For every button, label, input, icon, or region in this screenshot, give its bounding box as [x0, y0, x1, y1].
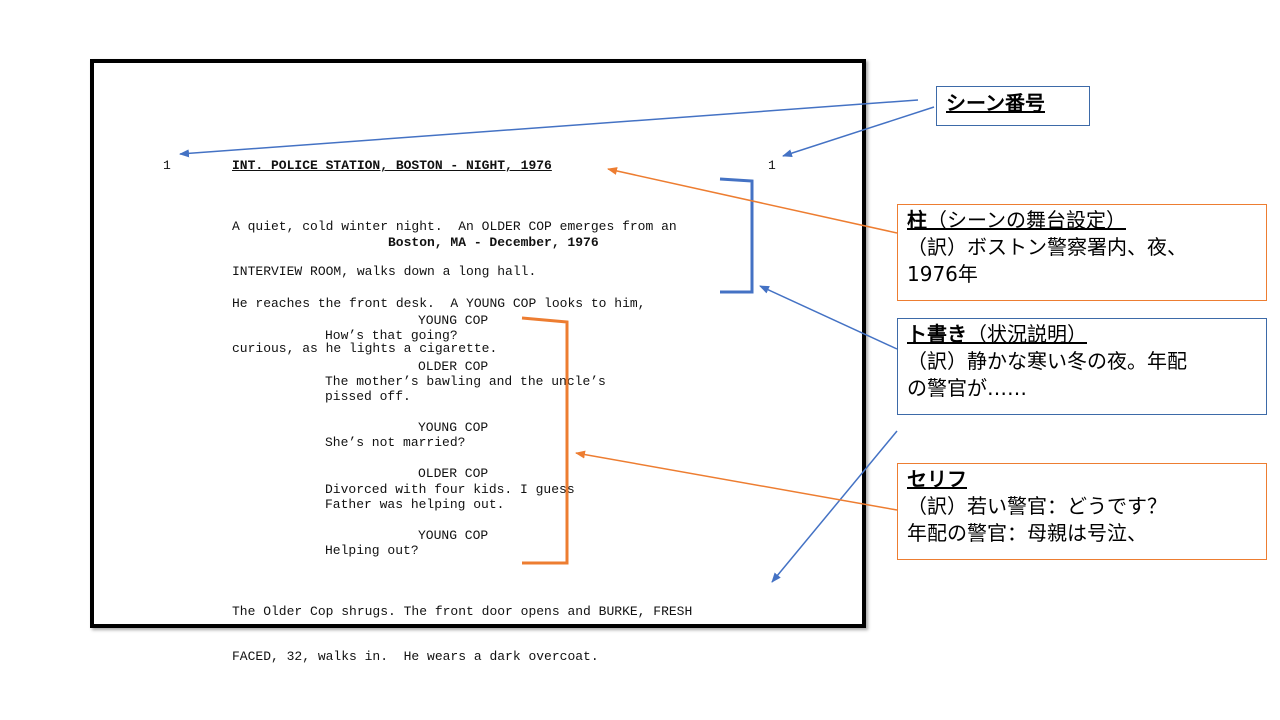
action-block-2: He reaches the front desk. A YOUNG COP l…	[232, 266, 645, 371]
character-name: OLDER COP	[418, 359, 489, 374]
callout-line: 1976年	[907, 262, 978, 286]
scene-number-arrow-right	[782, 106, 935, 158]
action-block-3: The Older Cop shrugs. The front door ope…	[232, 574, 692, 679]
action-line: curious, as he lights a cigarette.	[232, 341, 498, 356]
slugline: INT. POLICE STATION, BOSTON - NIGHT, 197…	[232, 158, 552, 173]
action-arrow-lower	[771, 430, 898, 583]
scene-number-arrow-left	[179, 99, 919, 158]
character-name: OLDER COP	[418, 466, 489, 481]
callout-subtitle: （状況説明）	[967, 322, 1087, 346]
super-title: Boston, MA - December, 1976	[388, 235, 599, 250]
dialogue-line: The mother’s bawling and the uncle’s	[325, 374, 606, 389]
dialogue-bracket	[521, 316, 569, 565]
callout-action: ト書き（状況説明） （訳）静かな寒い冬の夜。年配 の警官が……	[897, 318, 1267, 415]
dialogue-line: pissed off.	[325, 389, 411, 404]
callout-line: （訳）静かな寒い冬の夜。年配	[907, 349, 1187, 373]
scene-number-right: 1	[768, 158, 776, 173]
callout-slugline: 柱（シーンの舞台設定） （訳）ボストン警察署内、夜、 1976年	[897, 204, 1267, 301]
action-block-1: A quiet, cold winter night. An OLDER COP…	[232, 189, 677, 294]
callout-dialogue: セリフ （訳）若い警官：どうです？ 年配の警官：母親は号泣、	[897, 463, 1267, 560]
callout-line: 年配の警官：母親は号泣、	[907, 521, 1147, 545]
action-line: INTERVIEW ROOM, walks down a long hall.	[232, 264, 537, 279]
action-line: He reaches the front desk. A YOUNG COP l…	[232, 296, 646, 311]
callout-line: （訳）若い警官：どうです？	[907, 494, 1167, 518]
dialogue-line: Helping out?	[325, 543, 419, 558]
dialogue-arrow	[575, 450, 898, 511]
screenplay-page	[90, 59, 866, 628]
action-bracket	[719, 177, 754, 294]
dialogue-line: How’s that going?	[325, 328, 458, 343]
dialogue-line: Father was helping out.	[325, 497, 505, 512]
callout-subtitle: （シーンの舞台設定）	[927, 208, 1126, 232]
callout-title: セリフ	[907, 467, 967, 491]
callout-title: 柱	[907, 208, 927, 232]
character-name: YOUNG COP	[418, 528, 489, 543]
action-line: A quiet, cold winter night. An OLDER COP…	[232, 219, 677, 234]
action-line: FACED, 32, walks in. He wears a dark ove…	[232, 649, 599, 664]
dialogue-line: Divorced with four kids. I guess	[325, 482, 575, 497]
slugline-arrow	[607, 167, 898, 234]
callout-line: （訳）ボストン警察署内、夜、	[907, 235, 1187, 259]
callout-scene-number: シーン番号	[936, 86, 1090, 126]
callout-title: シーン番号	[946, 91, 1045, 115]
character-name: YOUNG COP	[418, 313, 489, 328]
action-arrow	[759, 285, 898, 350]
scene-number-left: 1	[163, 158, 171, 173]
callout-line: の警官が……	[907, 376, 1027, 400]
character-name: YOUNG COP	[418, 420, 489, 435]
dialogue-line: She’s not married?	[325, 435, 466, 450]
callout-title: ト書き	[907, 322, 967, 346]
action-line: The Older Cop shrugs. The front door ope…	[232, 604, 693, 619]
